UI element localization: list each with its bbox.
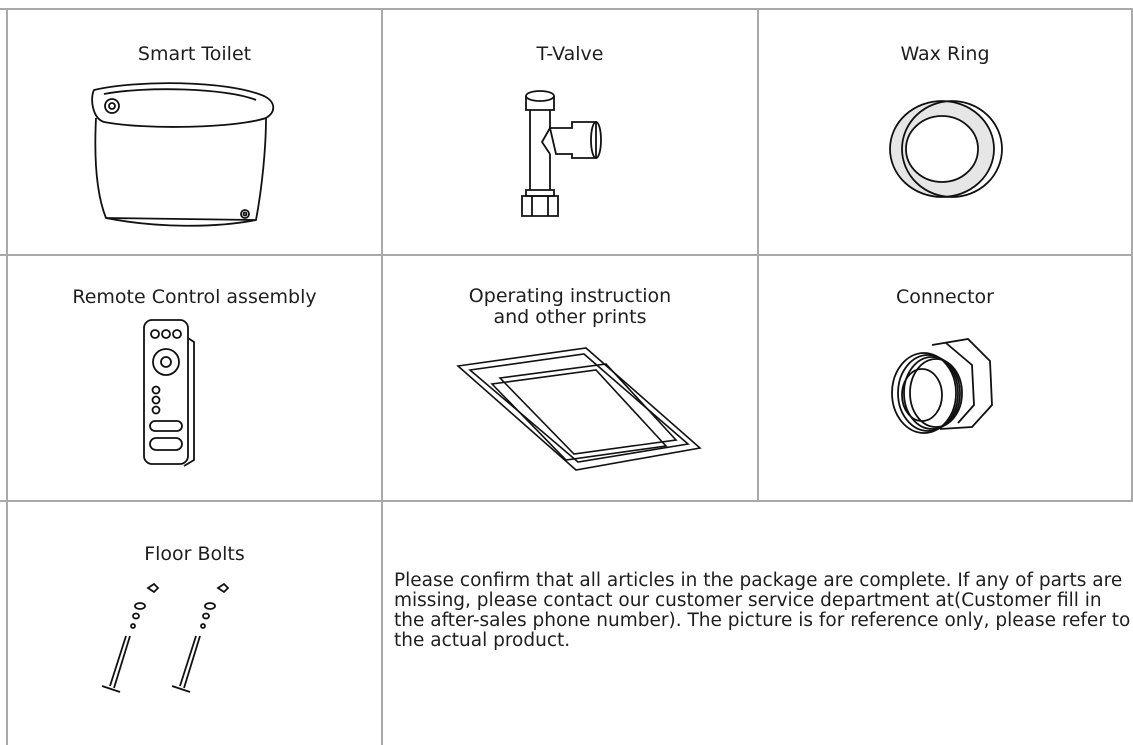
row-divider-2 — [0, 500, 1133, 502]
cell-connector: Connector — [759, 256, 1131, 500]
cell-wax-ring: Wax Ring — [759, 10, 1131, 254]
item-label: T-Valve — [536, 43, 604, 65]
connector-illustration — [888, 335, 998, 443]
cell-remote-control: Remote Control assembly — [8, 256, 381, 500]
package-check-note: Please confirm that all articles in the … — [394, 570, 1131, 651]
wax-ring-illustration — [884, 95, 1008, 203]
column-divider-2 — [757, 8, 759, 502]
remote-control-illustration — [140, 318, 198, 468]
item-label: Remote Control assembly — [72, 286, 317, 308]
floor-bolts-illustration — [100, 576, 250, 704]
cell-t-valve: T-Valve — [383, 10, 757, 254]
item-label: Floor Bolts — [144, 543, 245, 565]
table-border-left — [6, 8, 8, 745]
table-border-top — [0, 8, 1133, 10]
printed-documents-illustration — [456, 344, 702, 474]
item-label: Operating instruction and other prints — [468, 285, 672, 328]
column-divider-1 — [381, 8, 383, 745]
cell-floor-bolts: Floor Bolts — [8, 502, 381, 745]
t-valve-illustration — [516, 88, 606, 220]
item-label: Wax Ring — [900, 43, 990, 65]
cell-operating-instruction: Operating instruction and other prints — [383, 256, 757, 500]
smart-toilet-illustration — [86, 78, 278, 238]
row-divider-1 — [0, 254, 1133, 256]
cell-smart-toilet: Smart Toilet — [8, 10, 381, 254]
table-border-right — [1131, 8, 1133, 502]
item-label: Connector — [896, 286, 994, 308]
item-label: Smart Toilet — [137, 43, 252, 65]
